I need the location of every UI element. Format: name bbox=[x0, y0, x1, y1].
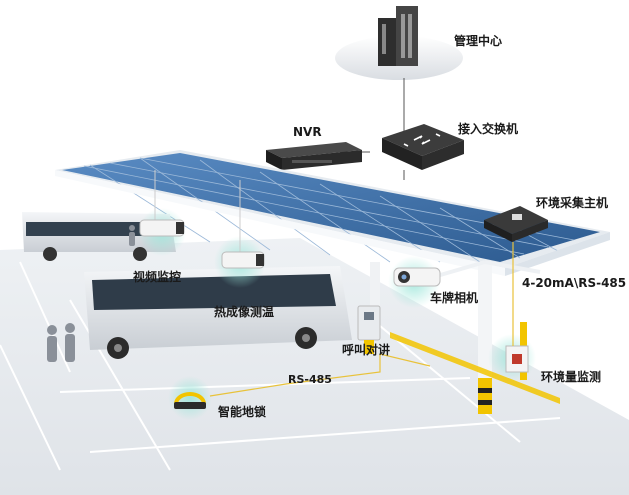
smart-lock-icon bbox=[174, 392, 206, 409]
video-monitor-label: 视频监控 bbox=[133, 270, 182, 284]
smart-lock-label: 智能地锁 bbox=[218, 405, 267, 419]
nvr-label: NVR bbox=[293, 125, 322, 139]
nvr-device bbox=[266, 142, 362, 170]
bullet-camera-icon bbox=[139, 170, 185, 237]
switch-device bbox=[382, 124, 464, 170]
access-switch-label: 接入交换机 bbox=[458, 122, 519, 136]
intercom-post-icon bbox=[357, 305, 381, 354]
thermal-camera-icon bbox=[221, 180, 265, 269]
rs485-label: RS-485 bbox=[288, 373, 332, 386]
people-figures bbox=[47, 225, 135, 362]
curb-strip bbox=[390, 332, 560, 404]
plate-camera-label: 车牌相机 bbox=[430, 291, 479, 305]
bus-front bbox=[84, 266, 352, 359]
network-cables bbox=[340, 78, 405, 180]
management-center-label: 管理中心 bbox=[454, 34, 503, 48]
env-monitor-label: 环境量监测 bbox=[541, 370, 602, 384]
plate-camera-icon bbox=[393, 267, 441, 287]
sensor-cables bbox=[209, 242, 514, 397]
building-icon bbox=[378, 6, 418, 66]
intercom-label: 呼叫对讲 bbox=[342, 343, 391, 357]
protocol-label: 4-20mA\RS-485 bbox=[522, 276, 627, 290]
glow-lock bbox=[168, 376, 212, 420]
env-sensor-post-icon bbox=[505, 322, 529, 380]
env-host-label: 环境采集主机 bbox=[536, 196, 609, 210]
env-host-device bbox=[484, 206, 548, 242]
thermal-temp-label: 热成像测温 bbox=[214, 305, 275, 319]
parking-lines bbox=[0, 261, 561, 471]
bus-back bbox=[22, 212, 176, 261]
